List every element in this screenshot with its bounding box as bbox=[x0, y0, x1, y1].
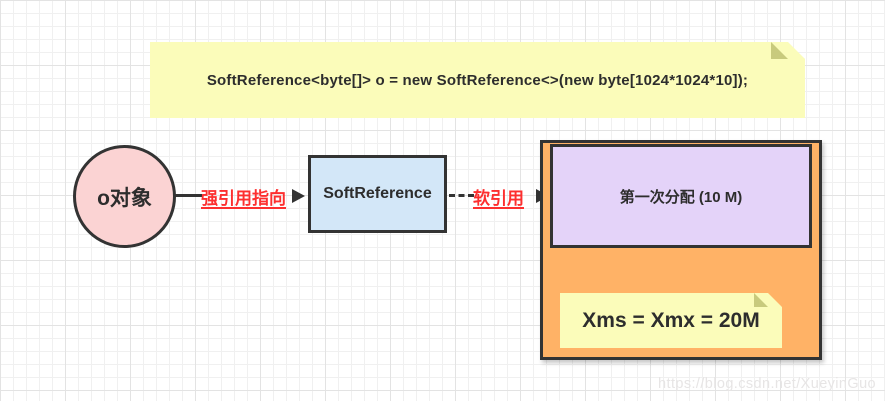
object-node: o对象 bbox=[73, 145, 176, 248]
first-allocation-block: 第一次分配 (10 M) bbox=[550, 144, 812, 248]
watermark: https://blog.csdn.net/XueyinGuo bbox=[658, 376, 876, 392]
object-node-label: o对象 bbox=[97, 186, 152, 210]
fold-corner-icon bbox=[771, 42, 788, 59]
code-text: SoftReference<byte[]> o = new SoftRefere… bbox=[206, 71, 749, 89]
fold-corner-icon bbox=[754, 293, 768, 307]
memory-sticky-note: Xms = Xmx = 20M bbox=[560, 293, 782, 348]
code-sticky-note: SoftReference<byte[]> o = new SoftRefere… bbox=[150, 42, 805, 118]
strong-ref-arrowhead-icon bbox=[292, 189, 305, 203]
strong-ref-arrow-line bbox=[175, 194, 202, 197]
soft-ref-arrow-label: 软引用 bbox=[473, 189, 524, 208]
strong-ref-arrow-label: 强引用指向 bbox=[201, 189, 286, 208]
memory-note-text: Xms = Xmx = 20M bbox=[582, 308, 760, 332]
first-allocation-label: 第一次分配 (10 M) bbox=[619, 188, 743, 206]
softreference-node: SoftReference bbox=[308, 155, 447, 233]
soft-ref-arrow-line bbox=[449, 194, 474, 197]
softreference-node-label: SoftReference bbox=[323, 185, 432, 202]
